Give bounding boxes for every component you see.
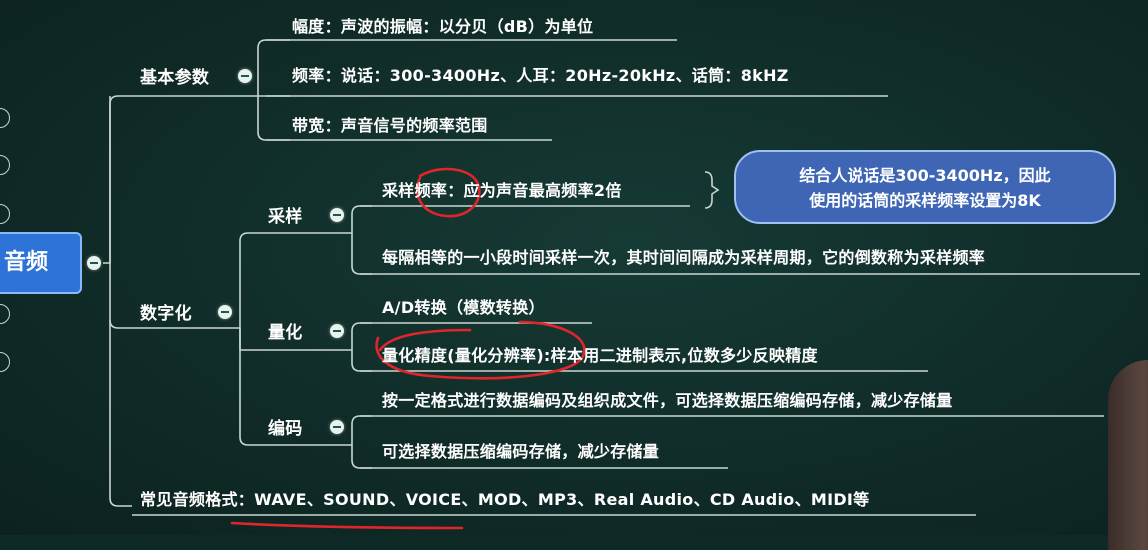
node-encoding[interactable]: 编码 [268, 419, 303, 439]
red-underline-formats [230, 521, 464, 530]
collapse-encoding-icon[interactable] [330, 420, 344, 434]
leaf-encode-1[interactable]: 按一定格式进行数据编码及组织成文件，可选择数据压缩编码存储，减少存储量 [382, 391, 953, 410]
connector-root-formats [109, 497, 132, 507]
collapse-sampling-icon[interactable] [330, 208, 344, 222]
mindmap-connectors [103, 39, 1140, 530]
node-digitization[interactable]: 数字化 [140, 304, 192, 324]
leaf-encode-2[interactable]: 可选择数据压缩编码存储，减少存储量 [382, 442, 660, 461]
root-node-audio[interactable]: 音频 [0, 232, 82, 294]
node-basic-params[interactable]: 基本参数 [140, 68, 210, 88]
leaf-frequency[interactable]: 频率：说话：300-3400Hz、人耳：20Hz-20kHz、话筒：8kHZ [292, 66, 789, 85]
leaf-bandwidth[interactable]: 带宽：声音信号的频率范围 [292, 116, 488, 135]
leaf-precision[interactable]: 量化精度(量化分辨率):样本用二进制表示,位数多少反映精度 [382, 346, 818, 365]
connector-root-digital [109, 319, 132, 329]
leaf-amplitude[interactable]: 幅度：声波的振幅：以分贝（dB）为单位 [292, 17, 594, 36]
presenter-figure [1108, 360, 1148, 550]
collapse-quantization-icon[interactable] [330, 324, 344, 338]
canvas-background [0, 0, 1148, 535]
connector-root-basic [103, 95, 132, 264]
node-formats[interactable]: 常见音频格式：WAVE、SOUND、VOICE、MOD、MP3、Real Aud… [140, 490, 870, 509]
callout-box: 结合人说话是300-3400Hz，因此 使用的话筒的采样频率设置为8K [734, 150, 1116, 224]
callout-line-2: 使用的话筒的采样频率设置为8K [809, 191, 1041, 210]
callout-brace [704, 171, 720, 209]
node-sampling[interactable]: 采样 [268, 207, 303, 227]
leaf-sample-rate[interactable]: 采样频率：应为声音最高频率2倍 [382, 181, 622, 200]
collapse-basic-icon[interactable] [238, 69, 252, 83]
red-circle-sample-rate [415, 167, 481, 218]
root-label: 音频 [4, 250, 49, 275]
collapse-digital-icon[interactable] [218, 305, 232, 319]
node-quantization[interactable]: 量化 [268, 323, 303, 343]
collapse-root-icon[interactable] [87, 256, 101, 270]
leaf-sample-period[interactable]: 每隔相等的一小段时间采样一次，其时间间隔成为采样周期，它的倒数称为采样频率 [382, 248, 986, 267]
red-circle-precision [375, 320, 586, 380]
leaf-ad-conversion[interactable]: A/D转换（模数转换） [382, 298, 545, 317]
callout-line-1: 结合人说话是300-3400Hz，因此 [799, 166, 1051, 185]
